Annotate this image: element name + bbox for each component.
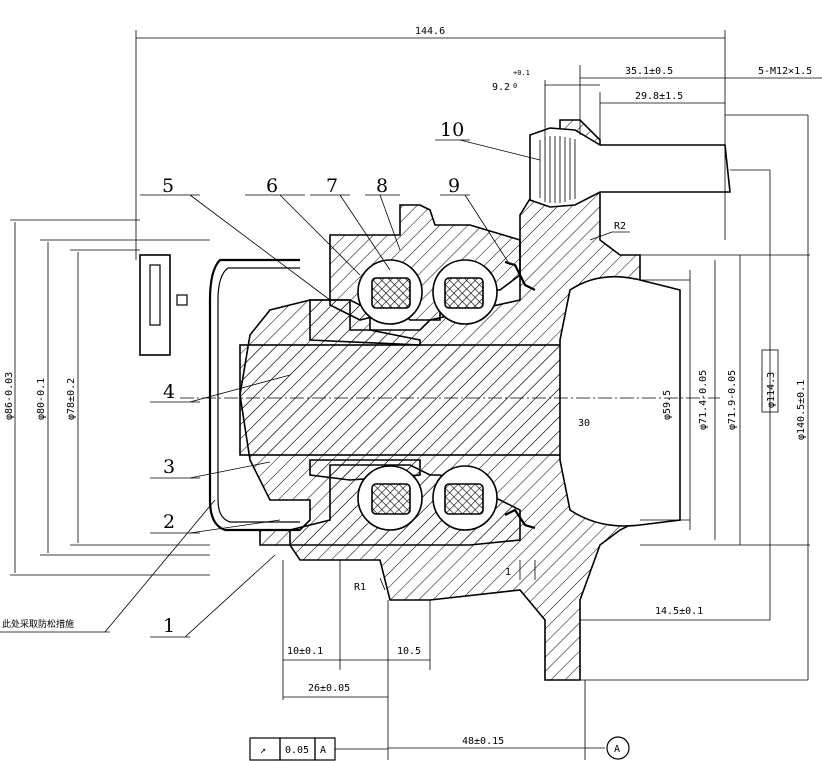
cage-top-right — [444, 277, 484, 309]
datum-marker — [606, 736, 630, 760]
dim-seal-gap: 1 — [505, 567, 511, 578]
label-3: 3 — [163, 456, 175, 478]
dim-stud-len2: 29.8±1.5 — [635, 91, 683, 102]
dim-dia-59: φ59.5 — [662, 390, 673, 420]
dim-r2: R2 — [614, 221, 626, 232]
tol-frame-symbol: ↗ — [260, 745, 266, 756]
shaft-core — [239, 344, 571, 456]
dim-pilot-offset-tol: +0.1 — [513, 69, 530, 77]
sensor-pin — [176, 294, 188, 306]
dim-pilot-offset-tol-low: 0 — [513, 82, 517, 90]
tol-frame-value: 0.05 — [285, 745, 309, 756]
cage-bottom-right — [444, 483, 484, 515]
label-2: 2 — [163, 511, 175, 533]
dim-dia-78: φ78±0.2 — [66, 378, 77, 420]
hub-recess — [559, 275, 681, 527]
label-8: 8 — [376, 175, 388, 197]
label-6: 6 — [266, 175, 278, 197]
dim-r1: R1 — [354, 582, 366, 593]
sensor-cap-inner — [217, 267, 300, 523]
dim-dia-114: φ114.3 — [766, 372, 777, 408]
dim-flange-thk: 14.5±0.1 — [655, 606, 703, 617]
dim-10: 10±0.1 — [287, 646, 323, 657]
cage-top-left — [371, 277, 411, 309]
sensor-connector — [139, 254, 171, 356]
label-4: 4 — [163, 381, 175, 403]
dim-26: 26±0.05 — [308, 683, 350, 694]
dim-hub-depth: 30 — [578, 418, 590, 429]
label-7: 7 — [326, 175, 338, 197]
dim-pilot-offset: 9.2 — [492, 82, 510, 93]
stud-knurl — [539, 136, 576, 203]
dim-48: 48±0.15 — [462, 736, 504, 747]
dim-stud-thread: 5-M12×1.5 — [758, 66, 812, 77]
wheel-stud — [529, 127, 731, 208]
dim-dia-140: φ140.5±0.1 — [796, 380, 807, 440]
note-anti-loose: 此处采取防松措施 — [2, 618, 74, 630]
dim-dia-71-9: φ71.9-0.05 — [727, 370, 738, 430]
datum-marker-label: A — [614, 744, 620, 755]
dim-overall-width: 144.6 — [415, 26, 445, 37]
dim-dia-71-4: φ71.4-0.05 — [698, 370, 709, 430]
tol-frame-datum: A — [320, 745, 326, 756]
label-10: 10 — [440, 119, 464, 141]
label-9: 9 — [448, 175, 460, 197]
dim-dia-86: φ86-0.03 — [4, 372, 15, 420]
label-1: 1 — [163, 615, 175, 637]
seal-top — [504, 260, 536, 291]
cage-bottom-left — [371, 483, 411, 515]
dim-dia-80: φ80-0.1 — [36, 378, 47, 420]
dim-stud-len: 35.1±0.5 — [625, 66, 673, 77]
label-5: 5 — [162, 175, 174, 197]
inner-ring-upper — [309, 299, 421, 346]
sensor-cap — [208, 258, 300, 532]
seal-bottom — [504, 508, 536, 530]
sensor-slot — [149, 264, 161, 326]
dim-10-5: 10.5 — [397, 646, 421, 657]
